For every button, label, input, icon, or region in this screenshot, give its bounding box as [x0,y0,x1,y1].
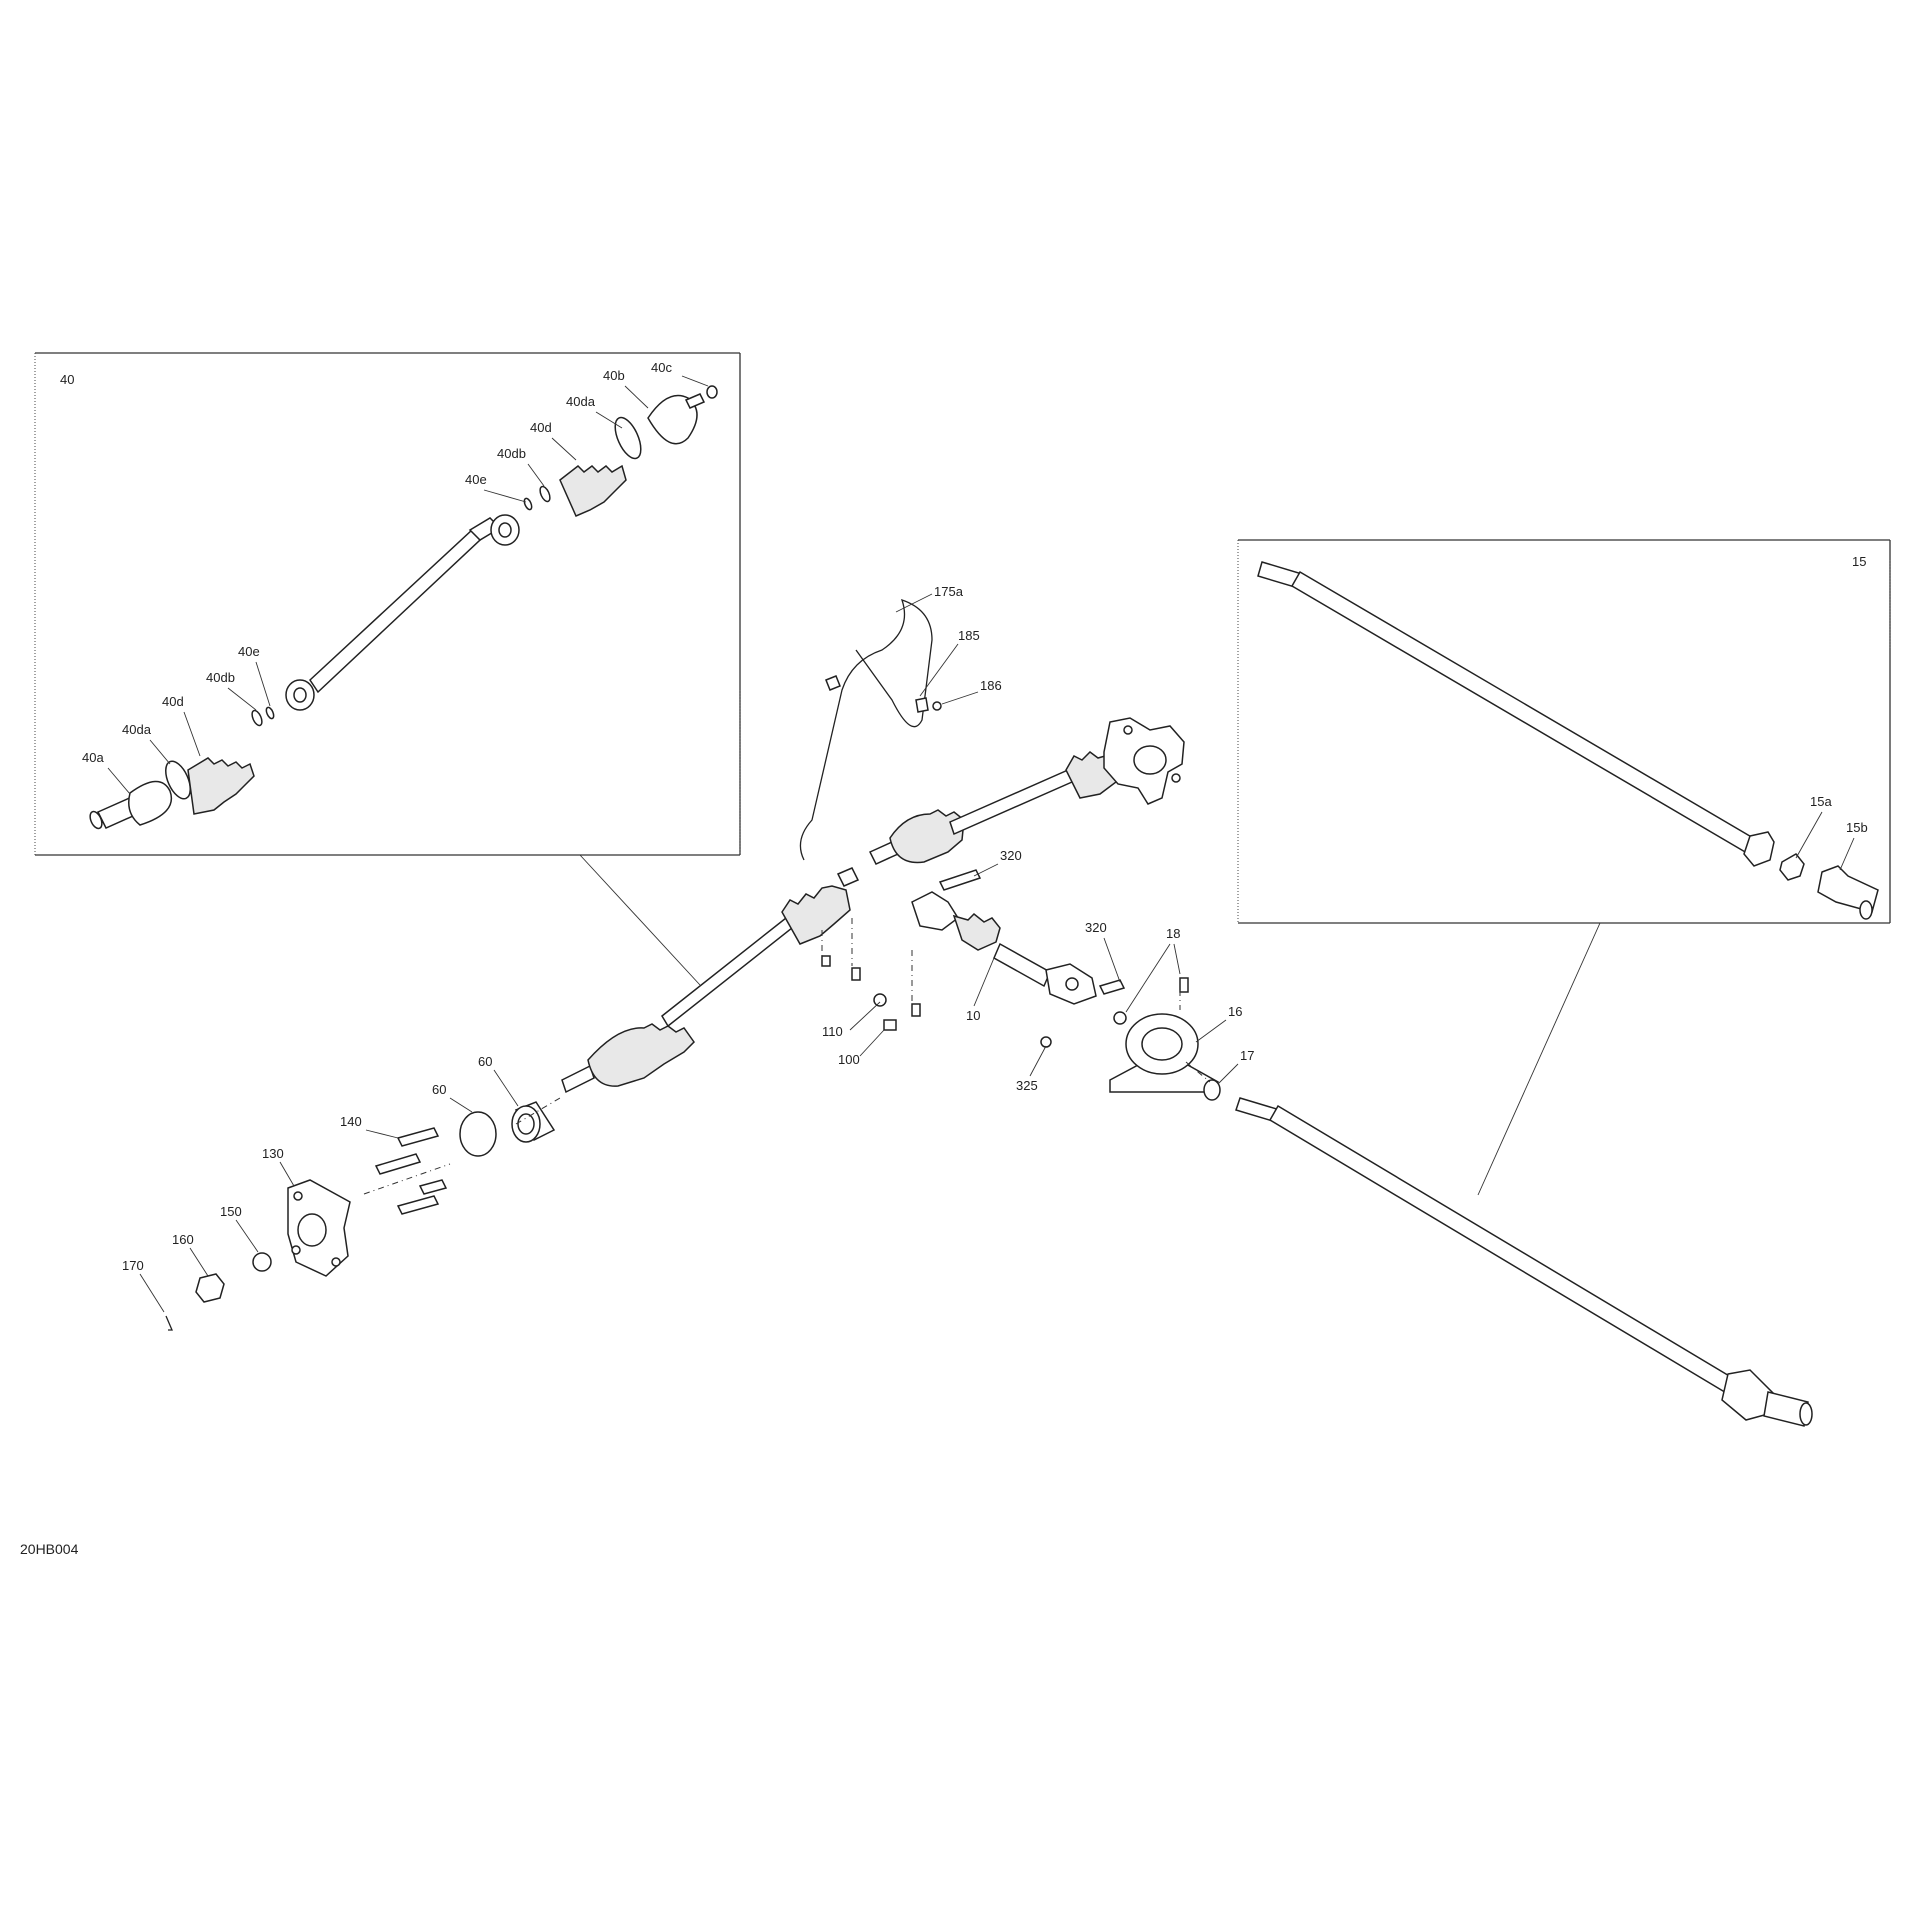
inset-40-callouts: 40 40c 40b 40da 40d 40db 40e 40e 40db 40… [60,360,709,795]
circlip-17 [1203,1079,1221,1101]
callout-130: 130 [262,1146,284,1161]
center-bearing-16 [1109,1013,1219,1093]
callout-15b: 15b [1846,820,1868,835]
callout-40b: 40b [603,368,625,383]
callout-40d-upper: 40d [530,420,552,435]
callout-100: 100 [838,1052,860,1067]
callout-60-left: 60 [432,1082,446,1097]
callout-10: 10 [966,1008,980,1023]
callout-15a: 15a [1810,794,1832,809]
callout-320-upper: 320 [1000,848,1022,863]
callout-17: 17 [1240,1048,1254,1063]
callout-40e-lower: 40e [238,644,260,659]
inset-drive-shaft-40 [89,385,718,830]
inset-frame-40 [34,352,741,986]
intermediate-shaft-10 [911,891,1097,1005]
callout-40e-upper: 40e [465,472,487,487]
inset-frame-15 [1237,539,1891,1196]
callout-150: 150 [220,1204,242,1219]
callout-40da-upper: 40da [566,394,596,409]
callout-60-right: 60 [478,1054,492,1069]
callout-170: 170 [122,1258,144,1273]
front-drive-shaft [561,867,860,1094]
callout-140: 140 [340,1114,362,1129]
callout-40a: 40a [82,750,104,765]
wheel-bearing-60 [511,1101,556,1143]
callout-40c: 40c [651,360,672,375]
callout-40db-upper: 40db [497,446,526,461]
callout-185: 185 [958,628,980,643]
callout-160: 160 [172,1232,194,1247]
callout-16: 16 [1228,1004,1242,1019]
rear-drive-shaft [868,717,1185,865]
callout-18-left: 18 [1166,926,1180,941]
callout-175a: 175a [934,584,964,599]
retaining-ring-60 [459,1111,497,1157]
callout-40: 40 [60,372,74,387]
wire-harness-175a [799,598,942,861]
callout-15: 15 [1852,554,1866,569]
callout-110: 110 [822,1024,843,1039]
callout-186: 186 [980,678,1002,693]
callout-40d-lower: 40d [162,694,184,709]
callout-325: 325 [1016,1078,1038,1093]
main-callouts: 175a 185 186 320 320 18 16 17 10 325 110… [122,584,1254,1313]
inset-propshaft-15 [1257,561,1879,920]
inset-15-callouts: 15 15a 15b [1795,554,1868,871]
alignment-lines [363,918,1211,1195]
wheel-hub-130 [287,1179,351,1277]
callout-320-lower: 320 [1085,920,1107,935]
callout-40db-lower: 40db [206,670,235,685]
propeller-shaft [1235,1097,1813,1427]
callout-40da-lower: 40da [122,722,152,737]
diagram-code: 20HB004 [20,1541,79,1557]
fasteners [165,869,1189,1331]
